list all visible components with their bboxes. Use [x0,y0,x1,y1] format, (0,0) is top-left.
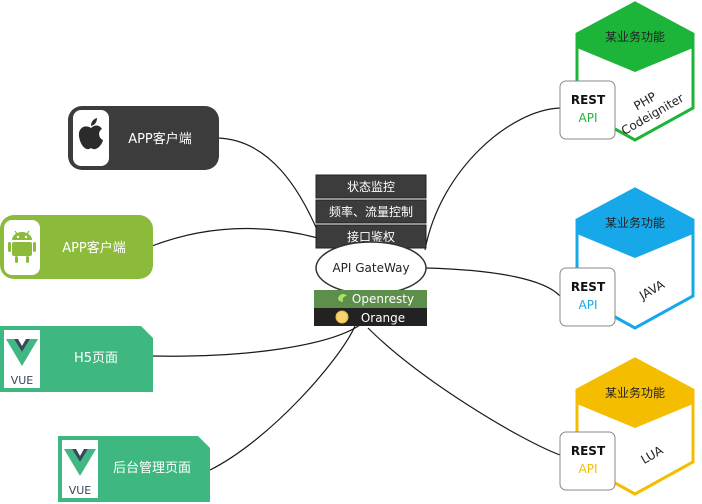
apple-icon [78,118,103,150]
connectors [151,107,561,471]
client-android: APP客户端 [0,215,153,279]
gateway-layer-monitor [315,174,427,199]
gateway-title: API GateWay [332,261,409,275]
connector-h5 [151,324,361,357]
service-php-header: 某业务功能 [605,29,665,44]
service-php-rest-box [559,80,616,140]
client-admin-logo-text: VUE [69,484,92,497]
service-lua-header: 某业务功能 [605,385,665,400]
service-java-rest-box [559,267,616,327]
client-android-label: APP客户端 [62,240,126,256]
client-h5-logo-text: VUE [11,374,34,387]
gateway-layer-rate-label: 频率、流量控制 [329,204,413,219]
gateway-layer-auth-label: 接口鉴权 [347,229,395,244]
gateway-layer-monitor-label: 状态监控 [347,180,395,194]
service-lua-rest: REST [571,444,606,458]
client-h5: VUE H5页面 [0,326,153,392]
service-lua-rest-box [559,431,616,491]
service-php: 某业务功能 PHP Codeigniter REST API [559,1,695,142]
service-java-header: 某业务功能 [605,215,665,230]
service-php-api: API [579,111,598,125]
service-lua: 某业务功能 LUA REST API [559,357,695,496]
connector-lua [367,327,561,456]
vue-logo-icon [64,449,96,476]
client-ios-label: APP客户端 [128,131,192,147]
service-java-rest: REST [571,280,606,294]
connector-ios [217,137,319,233]
connector-php [424,107,561,251]
service-php-rest: REST [571,93,606,107]
openresty-label: Openresty [352,292,414,306]
client-admin-label: 后台管理页面 [113,461,191,476]
android-icon [8,230,36,263]
client-admin: VUE 后台管理页面 [58,436,210,502]
service-java: 某业务功能 JAVA REST API [559,187,695,330]
service-php-header-bg [577,3,693,72]
orange-icon [335,310,349,324]
orange-label: Orange [361,311,405,325]
client-h5-label: H5页面 [74,351,118,366]
service-lua-api: API [579,462,598,476]
service-lua-header-bg [577,359,693,428]
connector-admin [209,325,356,471]
service-java-header-bg [577,189,693,258]
gateway-layer-rate [315,199,427,224]
client-ios: APP客户端 [68,106,219,170]
vue-logo-icon [6,339,38,366]
api-gateway: 状态监控 频率、流量控制 接口鉴权 API GateWay Openresty … [314,174,427,326]
openresty-icon [338,293,347,302]
connector-android [151,227,319,247]
connector-java [425,267,561,297]
service-java-api: API [579,298,598,312]
